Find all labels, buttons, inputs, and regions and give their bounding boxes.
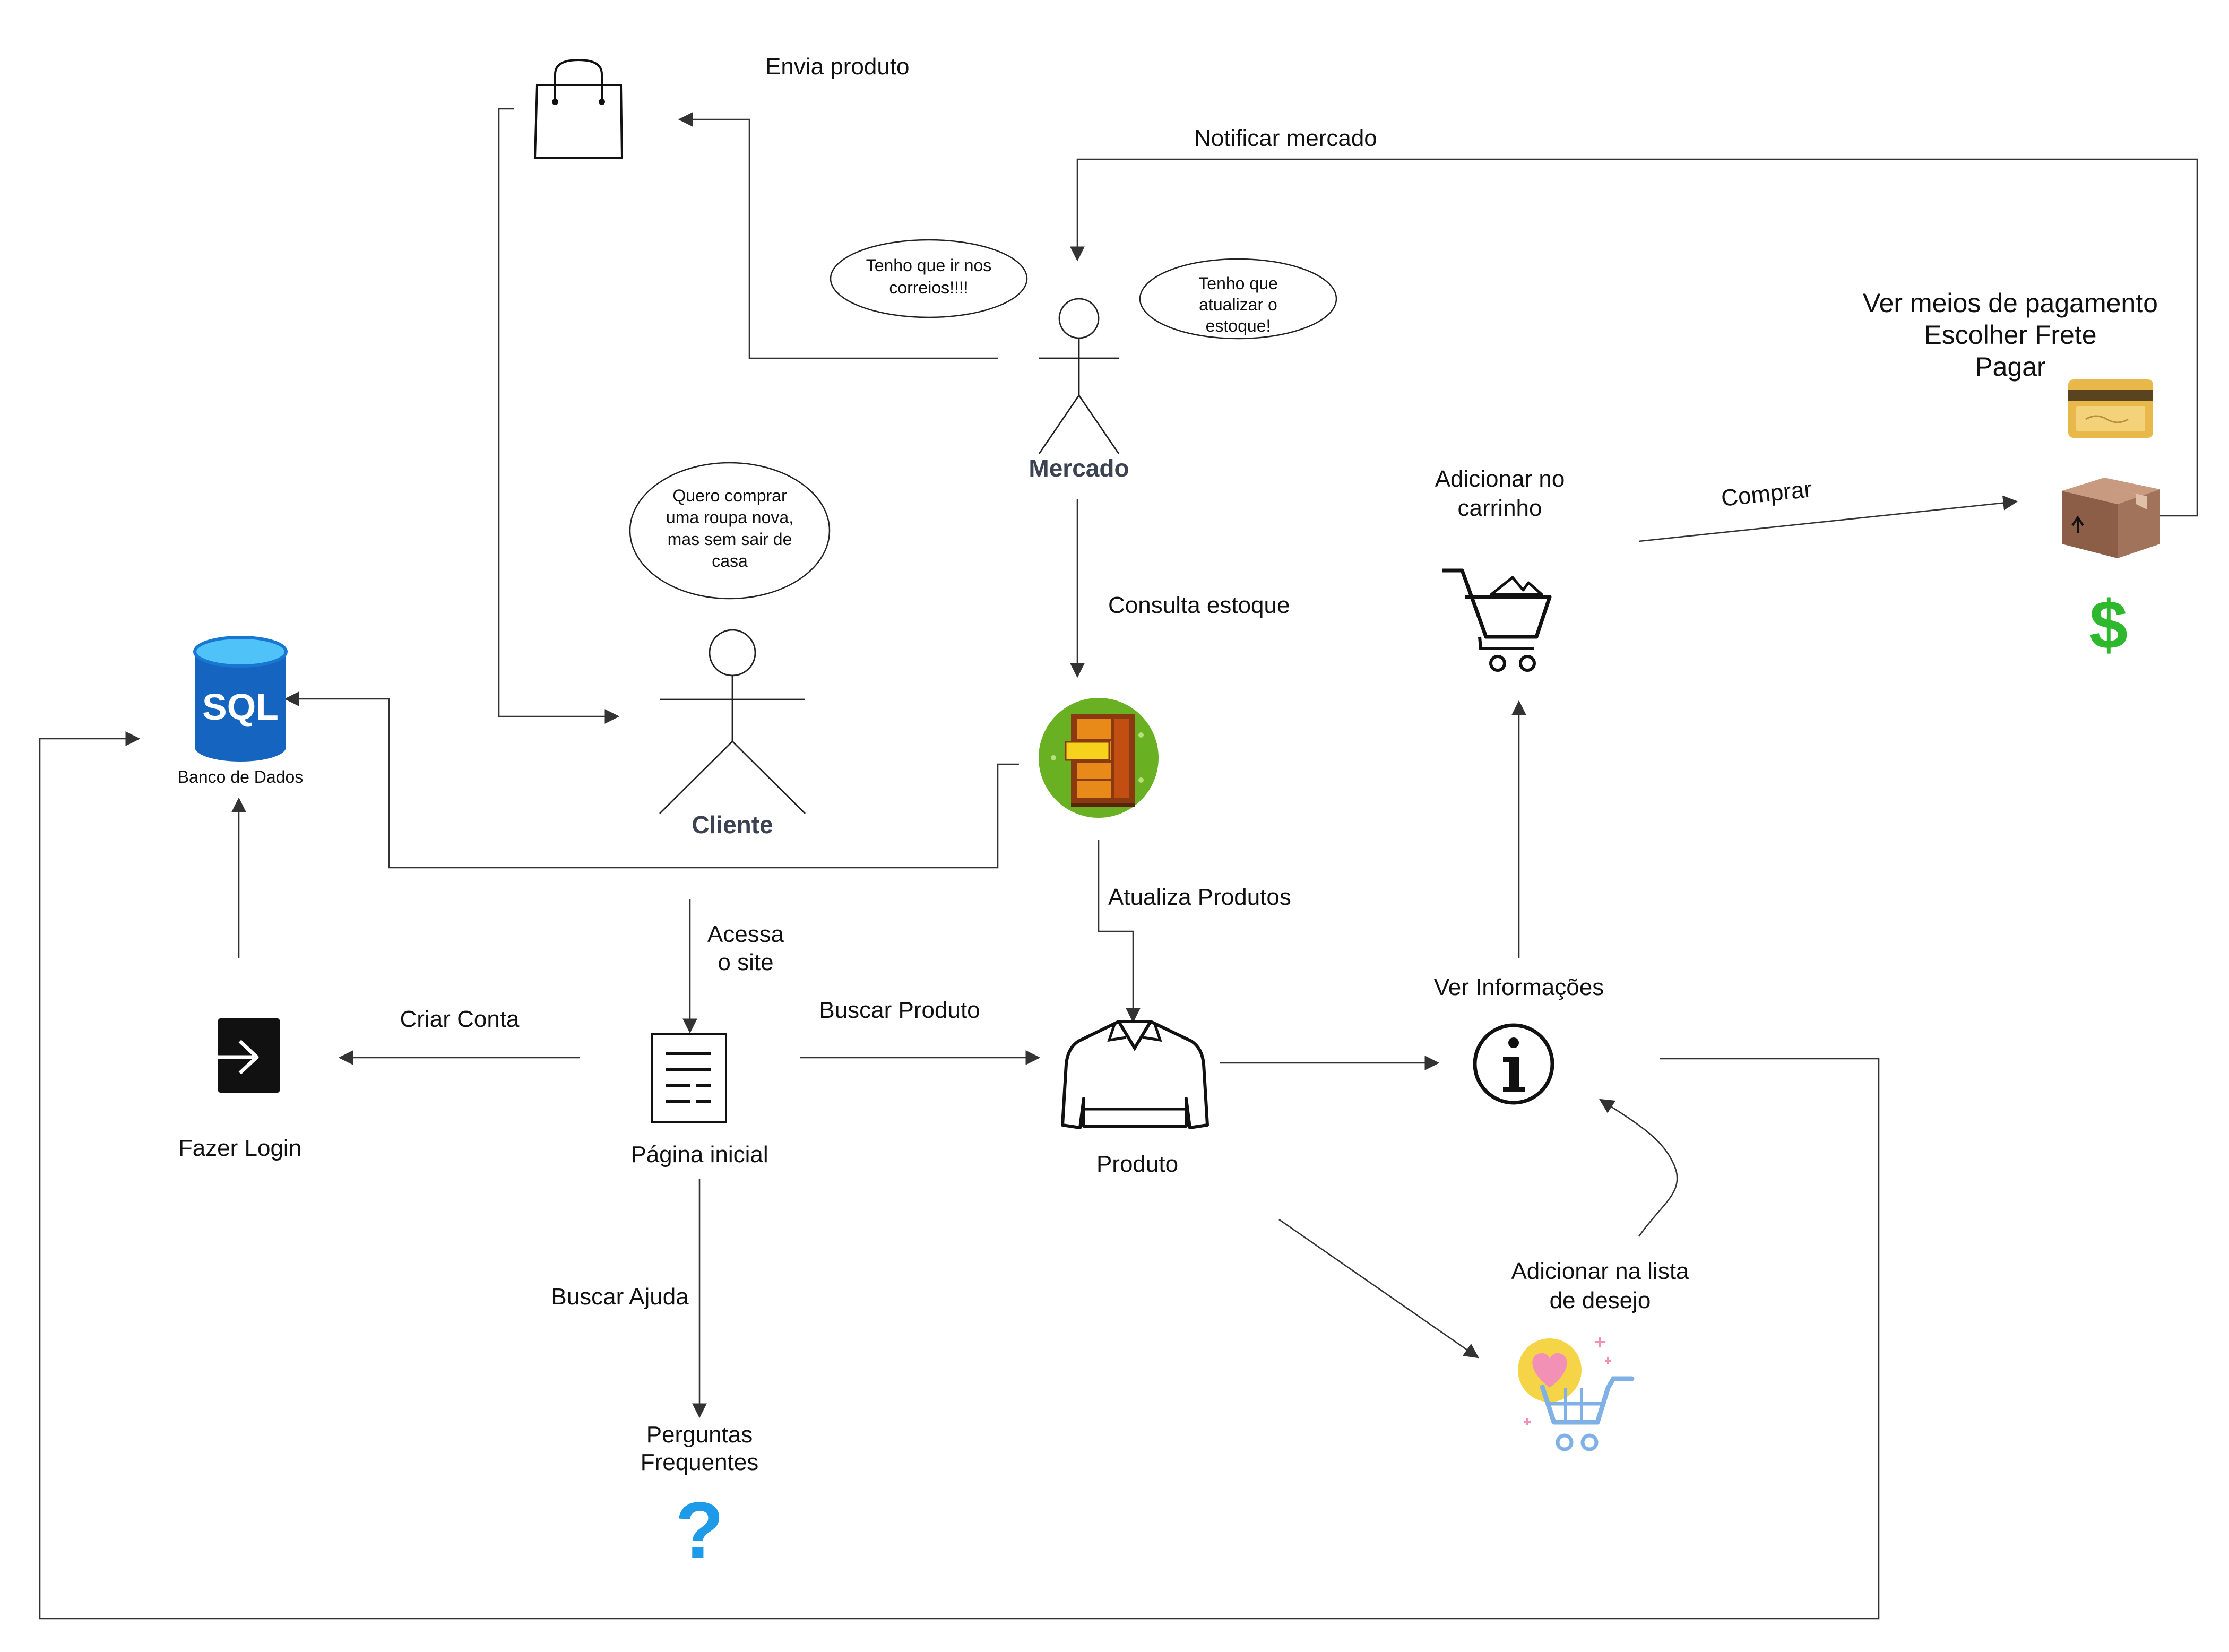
edge-estoque-banco — [284, 691, 1019, 869]
edge-atualiza-produtos — [1098, 840, 1141, 1023]
info-icon: Ver Informações — [1434, 974, 1604, 1105]
sql-text: SQL — [202, 686, 279, 728]
bubble-cliente-line2: uma roupa nova, — [666, 508, 793, 527]
acessa-line1-label: Acessa — [707, 921, 784, 947]
package-box-icon — [2062, 478, 2160, 558]
adicionar-carrinho-line1: Adicionar no — [1435, 466, 1565, 492]
shopping-bag-icon — [533, 58, 624, 159]
criar-conta-label: Criar Conta — [400, 1006, 520, 1032]
edge-notificar-mercado — [1070, 158, 2198, 517]
buscar-ajuda-label: Buscar Ajuda — [551, 1284, 689, 1310]
bubble-estoque-line2: atualizar o — [1199, 295, 1277, 314]
shopping-cart-icon: Adicionar no carrinho — [1435, 466, 1565, 672]
consulta-estoque-label: Consulta estoque — [1108, 592, 1290, 618]
edge-bag-cliente — [498, 108, 620, 724]
wishlist-cart-icon — [1518, 1337, 1635, 1451]
acessa-line2-label: o site — [718, 949, 773, 975]
banco-de-dados-label: Banco de Dados — [178, 767, 304, 786]
perguntas-line1-label: Perguntas — [646, 1422, 753, 1448]
pagamento-line3-label: Pagar — [1975, 352, 2045, 382]
edge-info-loop-banco — [39, 731, 1880, 1620]
help-text: ? — [675, 1485, 724, 1575]
credit-card-icon — [2068, 379, 2153, 438]
bubble-cliente-line1: Quero comprar — [672, 486, 787, 505]
bubble-cliente-line4: casa — [712, 551, 748, 570]
actor-mercado: Mercado — [1029, 298, 1129, 482]
actor-cliente: Cliente — [659, 629, 806, 838]
bubble-correios-line2: correios!!!! — [889, 278, 968, 297]
buscar-produto-label: Buscar Produto — [819, 997, 980, 1023]
shirt-icon: Produto — [1061, 1020, 1209, 1177]
actor-cliente-label: Cliente — [692, 811, 773, 838]
dollar-icon: $ — [2089, 586, 2128, 663]
bubble-cliente-line3: mas sem sair de — [668, 530, 792, 549]
edge-envia-produto — [678, 112, 998, 359]
login-icon: Fazer Login — [178, 1018, 301, 1161]
bubble-estoque-line3: estoque! — [1206, 316, 1271, 335]
document-icon: Página inicial — [630, 1033, 768, 1167]
fazer-login-label: Fazer Login — [178, 1135, 301, 1161]
edge-produto-wishlist — [1278, 1218, 1479, 1359]
edges — [39, 108, 2198, 1620]
ver-informacoes-label: Ver Informações — [1434, 974, 1604, 1000]
bubble-estoque-line1: Tenho que — [1198, 274, 1277, 293]
stock-cabinet-icon — [1039, 698, 1159, 818]
edge-comprar — [1638, 495, 2018, 542]
pagamento-line2-label: Escolher Frete — [1924, 320, 2096, 350]
atualiza-produtos-label: Atualiza Produtos — [1108, 884, 1291, 910]
adicionar-carrinho-line2: carrinho — [1458, 495, 1542, 521]
pagina-inicial-label: Página inicial — [630, 1141, 768, 1167]
bubble-correios: Tenho que ir nos correios!!!! — [830, 239, 1028, 318]
actor-mercado-label: Mercado — [1029, 454, 1129, 482]
sql-database-icon: SQL Banco de Dados — [178, 636, 304, 786]
produto-label: Produto — [1096, 1151, 1178, 1177]
dollar-text: $ — [2089, 586, 2128, 663]
notificar-mercado-label: Notificar mercado — [1194, 125, 1377, 151]
envia-produto-label: Envia produto — [765, 54, 910, 80]
bubble-correios-line1: Tenho que ir nos — [866, 256, 992, 275]
edge-wishlist-info — [1599, 1099, 1678, 1237]
pagamento-line1-label: Ver meios de pagamento — [1863, 288, 2158, 318]
bubble-cliente: Quero comprar uma roupa nova, mas sem sa… — [629, 462, 831, 600]
comprar-label: Comprar — [1720, 476, 1813, 512]
lista-desejo-line2-label: de desejo — [1550, 1287, 1651, 1313]
perguntas-line2-label: Frequentes — [641, 1449, 759, 1475]
bubble-estoque: Tenho que atualizar o estoque! — [1139, 258, 1337, 340]
question-mark-icon: ? — [675, 1485, 724, 1575]
lista-desejo-line1-label: Adicionar na lista — [1511, 1258, 1689, 1284]
